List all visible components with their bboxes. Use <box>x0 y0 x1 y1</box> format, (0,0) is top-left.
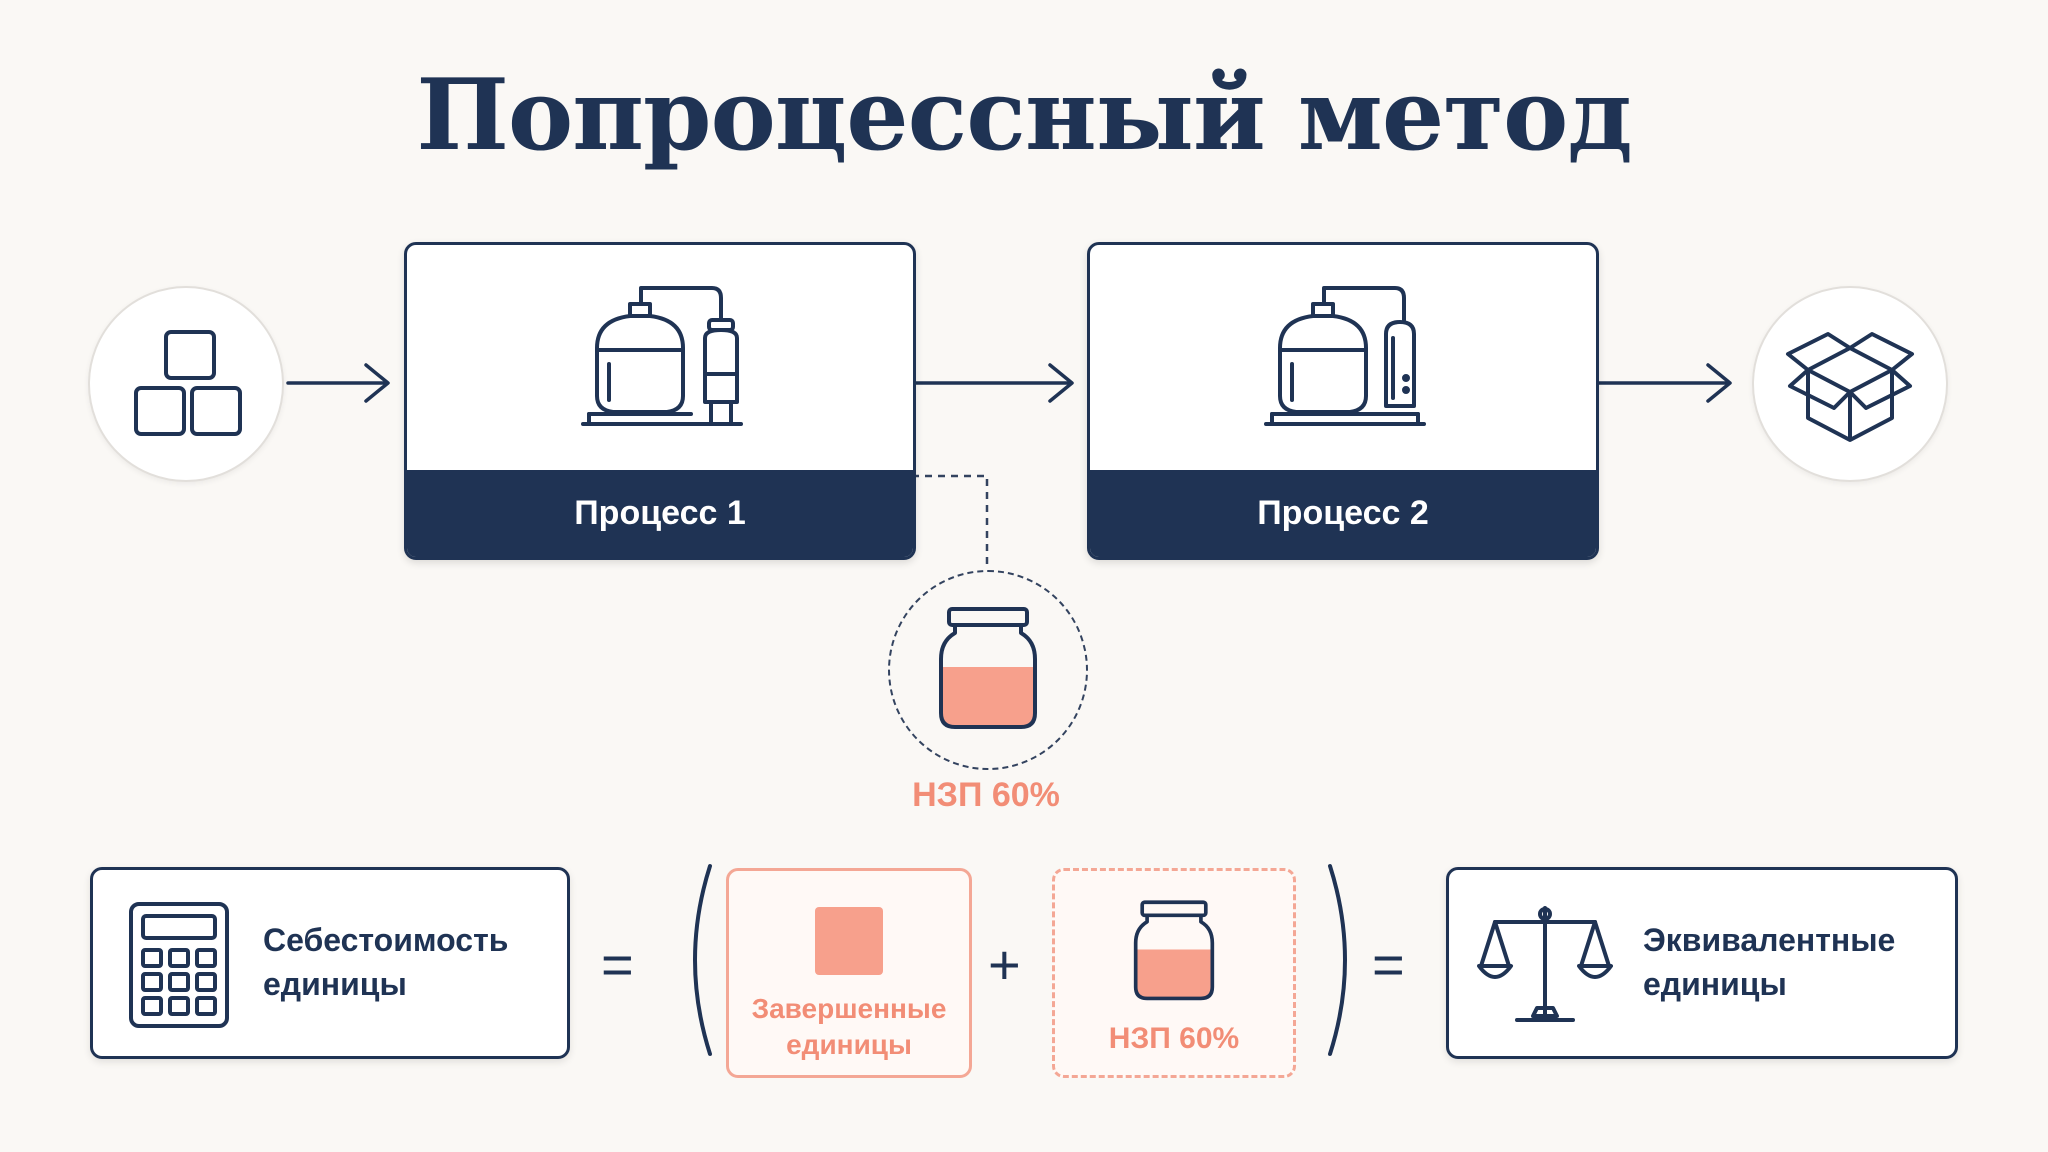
tank-icon <box>1264 285 1426 426</box>
arrow-process2-to-output <box>1594 363 1732 403</box>
blocks-icon <box>134 330 242 436</box>
calculator-icon <box>129 902 229 1028</box>
plus-sign: + <box>988 933 1021 996</box>
wip-units-label: НЗП 60% <box>1108 1022 1240 1055</box>
scales-icon <box>1477 906 1613 1022</box>
jar-icon <box>939 607 1037 729</box>
wip-label: НЗП 60% <box>912 776 1060 814</box>
process-2-card: Процесс 2 <box>1087 242 1599 560</box>
completed-units-label: Завершенные единицы <box>751 993 947 1060</box>
completed-units-box: Завершенные единицы <box>726 868 972 1078</box>
equivalent-units-label: Эквивалентные единицы <box>1643 922 1896 1002</box>
process-2-label: Процесс 2 <box>1090 470 1596 557</box>
unit-cost-label: Себестоимость единицы <box>263 922 509 1002</box>
input-materials-circle <box>88 286 284 482</box>
process-1-label: Процесс 1 <box>407 470 913 557</box>
jar-icon <box>1133 900 1215 1001</box>
wip-units-box: НЗП 60% <box>1052 868 1296 1078</box>
wip-dashed-connector <box>912 474 989 570</box>
arrow-process1-to-process2 <box>910 363 1074 403</box>
unit-cost-box: Себестоимость единицы <box>90 867 570 1059</box>
right-parenthesis <box>1328 864 1347 1056</box>
arrow-input-to-process1 <box>286 363 390 403</box>
tank-icon <box>581 285 743 426</box>
process-1-card: Процесс 1 <box>404 242 916 560</box>
page-title: Попроцессный метод <box>416 58 1632 173</box>
equivalent-units-box: Эквивалентные единицы <box>1446 867 1958 1059</box>
finished-goods-circle <box>1752 286 1948 482</box>
left-parenthesis <box>693 864 712 1056</box>
completed-unit-square <box>815 907 883 975</box>
open-box-icon <box>1786 332 1914 442</box>
equals-sign-1: = <box>601 933 634 996</box>
equals-sign-2: = <box>1372 933 1405 996</box>
wip-circle <box>888 570 1088 770</box>
